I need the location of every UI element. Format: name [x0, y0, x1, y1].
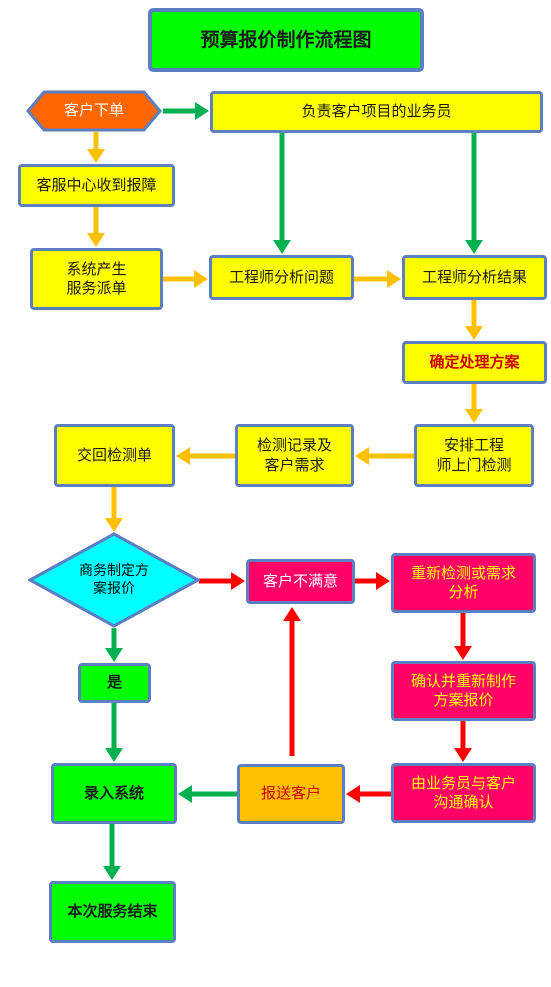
arrow-order-to-salesperson: [163, 102, 209, 120]
arrow-record-to-return: [176, 447, 235, 465]
arrow-arrange-to-record: [355, 447, 414, 465]
enter-system-box: 录入系统: [51, 763, 177, 824]
arrow-order-to-service: [87, 132, 105, 163]
arrow-quote-to-unsatisfied: [199, 572, 245, 590]
arrow-send-to-unsatisfied: [283, 607, 301, 756]
service-end-box: 本次服务结束: [49, 881, 176, 943]
arrow-recheck-to-confirm: [454, 613, 472, 660]
page-title: 预算报价制作流程图: [148, 8, 424, 72]
sales-communicate-box: 由业务员与客户 沟通确认: [391, 763, 536, 823]
arrow-send-to-system: [178, 785, 237, 803]
confirm-plan-box: 确定处理方案: [402, 341, 547, 384]
arrow-dispatch-to-issue: [163, 270, 208, 288]
customer-order-label: 客户下单: [63, 101, 124, 120]
business-quote-label: 商务制定方 案报价: [79, 562, 149, 597]
arrow-service-to-dispatch: [87, 207, 105, 247]
customer-order-hexagon: [26, 90, 162, 132]
arrow-yes-to-system: [105, 703, 123, 762]
arrow-plan-to-arrange: [465, 384, 483, 423]
yes-box: 是: [78, 663, 151, 703]
arrow-confirm-to-communicate: [454, 721, 472, 762]
arrow-system-to-end: [103, 824, 121, 880]
arrow-communicate-to-send: [346, 785, 391, 803]
customer-unsatisfied-box: 客户不满意: [246, 559, 355, 604]
return-inspection-box: 交回检测单: [54, 424, 175, 487]
arrow-sales-to-result: [465, 133, 483, 254]
recheck-analysis-box: 重新检测或需求 分析: [391, 553, 536, 613]
send-customer-box: 报送客户: [237, 764, 345, 824]
engineer-analyze-issue-box: 工程师分析问题: [209, 255, 354, 300]
engineer-analyze-result-box: 工程师分析结果: [402, 255, 547, 300]
arrow-unsatisfied-to-recheck: [355, 572, 390, 590]
arrow-sales-to-issue: [273, 133, 291, 254]
service-center-box: 客服中心收到报障: [18, 164, 175, 207]
system-dispatch-box: 系统产生 服务派单: [30, 248, 163, 310]
arrow-quote-to-yes: [105, 628, 123, 662]
arrow-issue-to-result: [354, 270, 401, 288]
arrange-engineer-box: 安排工程 师上门检测: [414, 424, 534, 487]
confirm-remake-box: 确认并重新制作 方案报价: [391, 661, 536, 721]
salesperson-box: 负责客户项目的业务员: [210, 91, 543, 133]
arrow-return-to-quote: [105, 487, 123, 532]
record-needs-box: 检测记录及 客户需求: [235, 424, 354, 487]
business-quote-diamond: [28, 532, 200, 628]
arrow-result-to-plan: [465, 300, 483, 340]
